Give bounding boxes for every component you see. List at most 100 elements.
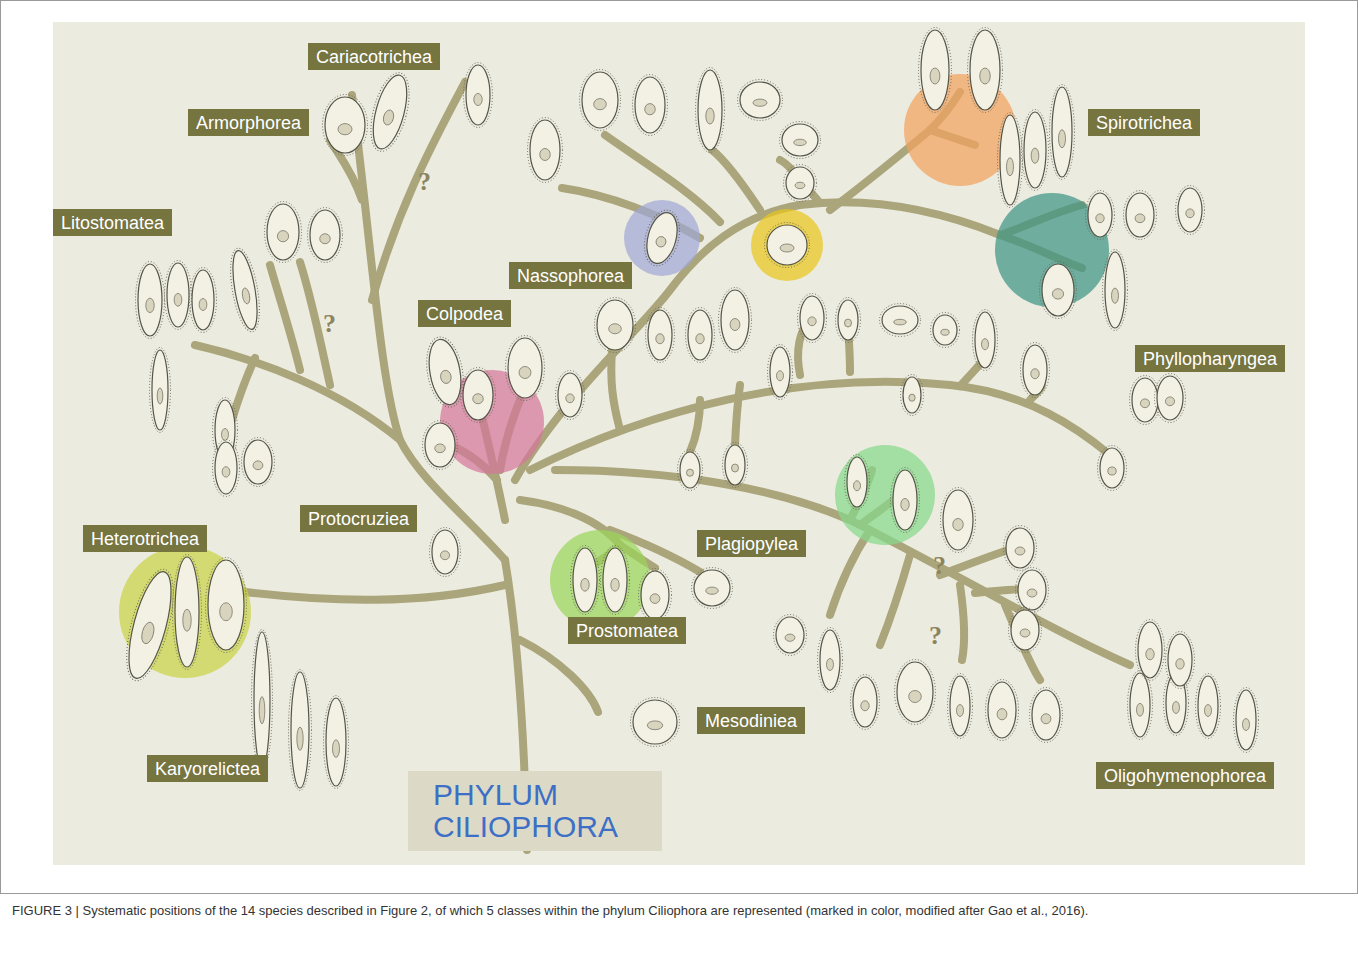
cell-body [167,263,189,327]
cilia [190,268,217,333]
cilia [723,443,748,488]
ciliate-cell [289,670,312,791]
cilia [851,675,880,730]
cell-body [228,249,262,331]
cell-body [1011,610,1039,650]
nucleus [1173,702,1180,714]
nucleus [909,691,922,703]
highlight-circle [624,200,700,276]
cell-body [897,662,933,722]
ciliate-cell [941,488,976,553]
ciliate-cell [556,371,585,420]
nucleus [795,182,805,188]
cilia [1155,374,1186,423]
nucleus [957,705,964,717]
cell-body [1042,264,1074,316]
cell-body [1024,112,1046,188]
nucleus [753,99,767,106]
cell-body [688,310,712,360]
nucleus [338,124,352,135]
cilia [601,546,630,615]
cell-body [425,423,455,467]
tree-branches [195,82,1130,850]
cell-body [597,300,633,350]
nucleus [157,388,163,404]
nucleus [1108,467,1116,475]
ciliate-cell [190,268,217,333]
nucleus [1243,719,1250,731]
nucleus [435,444,446,453]
nucleus [930,68,940,84]
cilia [1022,110,1049,191]
ciliate-cell [528,118,563,183]
ciliate-cell [1016,568,1049,613]
cilia [1196,674,1221,739]
nucleus [1015,547,1025,555]
cell-body [466,65,490,125]
nucleus [645,104,656,115]
cilia [631,698,680,747]
nucleus [609,324,622,334]
cilia [528,118,563,183]
cilia [639,206,686,270]
nucleus [655,235,667,248]
ciliate-cell [998,113,1023,208]
ciliate-cell [242,438,275,487]
ciliate-cell [836,298,861,343]
nucleus [730,319,740,331]
cilia [136,262,165,339]
nucleus [650,594,660,604]
highlight-circles [119,74,1109,678]
nucleus [253,461,263,470]
class-label-box: Plagiopylea [697,530,806,557]
cell-body [573,548,597,612]
cell-body [558,373,582,417]
nucleus [220,603,233,621]
cell-body [1000,115,1020,205]
ciliate-cell [423,421,458,470]
ciliate-cell [324,696,349,789]
ciliate-cell [206,558,247,653]
cell-body [1126,193,1154,237]
ciliate-cell [308,208,343,263]
ciliate-cell [1086,191,1115,240]
cell-body [721,290,749,350]
cell-body [508,338,542,398]
ciliate-cell [774,615,807,656]
cilia [738,80,783,121]
ciliate-cell [165,261,192,330]
class-label-box: Heterotrichea [83,525,207,552]
nucleus [780,244,794,252]
cilia [430,528,461,577]
cilia [289,670,312,791]
phylum-name: PHYLUM CILIOPHORA [433,779,650,843]
ciliate-cell [646,308,675,363]
cilia [173,555,202,670]
cilia [595,298,636,353]
class-name: Heterotrichea [91,528,199,550]
ciliate-cell [1155,374,1186,423]
nucleus [901,499,909,511]
ciliate-cell [845,455,870,510]
nucleus [297,727,303,750]
cilia [633,75,668,136]
cell-body [215,442,237,494]
cell-body [192,270,214,330]
ciliate-cell [818,628,843,693]
cell-body [770,347,790,397]
cilia [571,546,600,615]
cilia [818,628,843,693]
cilia [150,348,171,433]
ciliate-cell [364,69,417,156]
class-name: Protocruziea [308,508,409,530]
cilia [692,568,733,609]
cell-body [120,568,179,683]
ciliate-cell [1130,376,1161,425]
cell-body [786,167,814,199]
nucleus [845,319,852,327]
ciliate-cell [895,660,936,725]
ciliate-cell [780,122,821,159]
nucleus [696,334,704,344]
nucleus [1146,649,1154,660]
cell-body [1100,448,1124,488]
